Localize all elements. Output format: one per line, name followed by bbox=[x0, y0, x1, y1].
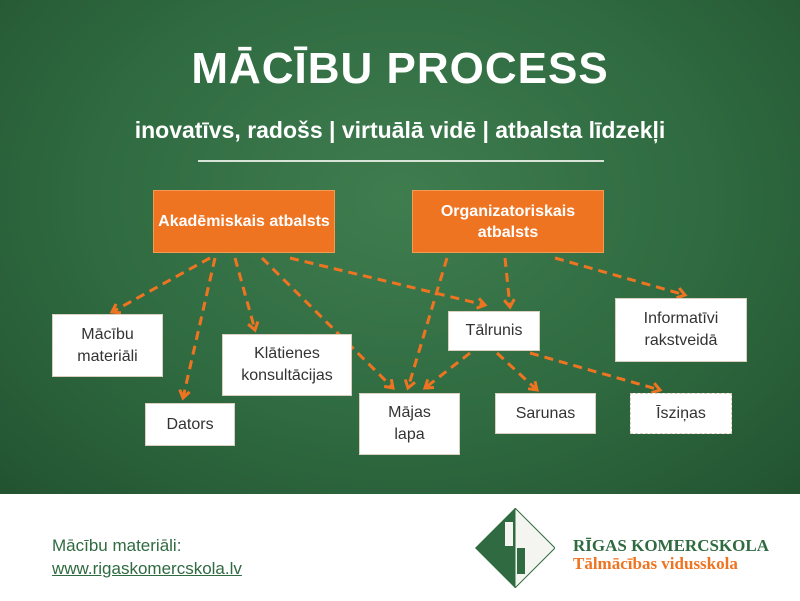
diagram-arrows bbox=[109, 256, 688, 401]
arrowhead-icon bbox=[403, 378, 416, 391]
node-informativi-rakstveida: Informatīvi rakstveidā bbox=[615, 298, 747, 362]
arrow-akad-to-majas bbox=[260, 256, 395, 390]
arrow-org-to-informativi bbox=[554, 256, 686, 297]
arrowhead-icon bbox=[247, 320, 260, 333]
node-dators: Dators bbox=[145, 403, 235, 446]
arrowhead-icon bbox=[178, 389, 191, 401]
arrowhead-icon bbox=[650, 382, 663, 395]
footer-info: Mācību materiāli: www.rigaskomercskola.l… bbox=[52, 534, 242, 580]
arrow-akad-to-talrunis bbox=[289, 256, 486, 307]
arrowhead-icon bbox=[383, 378, 395, 390]
arrowhead-icon bbox=[476, 297, 488, 310]
arrowhead-icon bbox=[109, 303, 122, 315]
footer-label: Mācību materiāli: bbox=[52, 536, 182, 555]
node-iszinas: Īsziņas bbox=[630, 393, 732, 434]
arrow-talrunis-to-majas bbox=[424, 351, 471, 390]
school-logo-icon bbox=[475, 508, 555, 588]
divider bbox=[198, 160, 604, 162]
arrow-talrunis-to-iszinas bbox=[529, 351, 661, 392]
node-klatienes-konsultacijas: Klātienes konsultācijas bbox=[222, 334, 352, 396]
node-macibu-materiali: Mācību materiāli bbox=[52, 314, 163, 377]
arrow-talrunis-to-sarunas bbox=[495, 351, 539, 392]
node-sarunas: Sarunas bbox=[495, 393, 596, 434]
chalkboard-background: MĀCĪBU PROCESS inovatīvs, radošs | virtu… bbox=[0, 0, 800, 494]
arrowhead-icon bbox=[503, 298, 516, 310]
node-organizatoriskais-atbalsts: Organizatoriskais atbalsts bbox=[412, 190, 604, 253]
logo-subtitle: Tālmācības vidusskola bbox=[573, 554, 738, 573]
node-akademiskais-atbalsts: Akadēmiskais atbalsts bbox=[153, 190, 335, 253]
arrow-akad-to-materiali bbox=[111, 256, 211, 314]
arrowhead-icon bbox=[527, 380, 539, 392]
arrowhead-icon bbox=[422, 378, 435, 390]
arrow-org-to-majas bbox=[406, 257, 449, 389]
node-majas-lapa: Mājas lapa bbox=[359, 393, 460, 455]
arrow-akad-to-klatienes bbox=[233, 257, 257, 331]
node-talrunis: Tālrunis bbox=[448, 311, 540, 351]
arrow-akad-to-dators bbox=[181, 257, 217, 399]
arrowhead-icon bbox=[675, 287, 688, 300]
arrow-org-to-talrunis bbox=[503, 257, 512, 308]
page-title: MĀCĪBU PROCESS bbox=[191, 44, 609, 93]
website-link[interactable]: www.rigaskomercskola.lv bbox=[52, 559, 242, 578]
logo-name: RĪGAS KOMERCSKOLA bbox=[573, 536, 769, 555]
page-subtitle: inovatīvs, radošs | virtuālā vidē | atba… bbox=[134, 117, 666, 143]
